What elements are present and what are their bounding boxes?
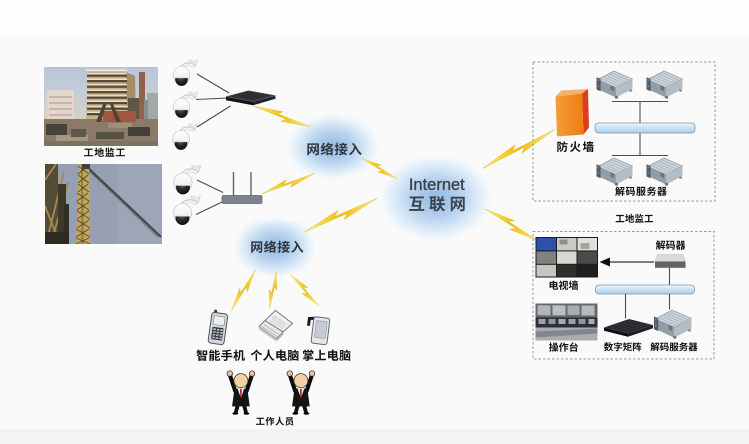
svg-text:Internet: Internet [409, 176, 465, 194]
